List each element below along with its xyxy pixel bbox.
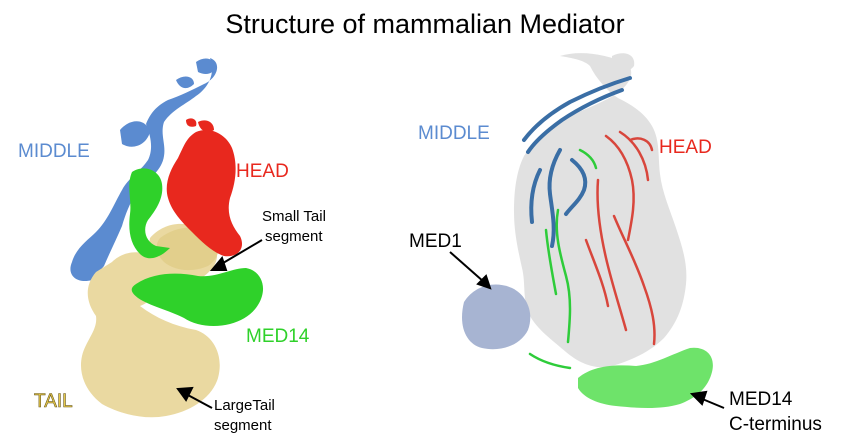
large-tail-arrow xyxy=(185,393,213,409)
figure-title: Structure of mammalian Mediator xyxy=(225,9,624,39)
grey-density-envelope xyxy=(514,53,687,368)
middle-ribbons xyxy=(522,76,632,248)
small-tail-arrowhead xyxy=(209,255,228,271)
head-ribbons xyxy=(584,130,656,346)
med1-arrow xyxy=(449,251,485,283)
left-large-tail-label-line2: segment xyxy=(214,417,272,434)
right-head-label: HEAD xyxy=(659,137,712,158)
left-large-tail-label-line1: LargeTail xyxy=(214,397,275,414)
med1-density xyxy=(462,284,531,350)
right-arrows xyxy=(449,251,725,409)
large-tail-arrowhead xyxy=(176,386,194,402)
left-middle-label: MIDDLE xyxy=(18,141,90,162)
med14-cterminus-arrowhead xyxy=(689,390,708,406)
med14-density xyxy=(129,168,264,326)
med1-arrowhead xyxy=(476,274,492,290)
right-middle-label: MIDDLE xyxy=(418,123,490,144)
right-atomic-model xyxy=(462,53,713,408)
right-med1-label: MED1 xyxy=(409,231,462,252)
right-med14-label-line2: C-terminus xyxy=(729,414,822,435)
left-arrows xyxy=(176,239,263,409)
left-tail-label: TAIL xyxy=(34,391,73,412)
small-tail-arrow xyxy=(217,239,263,267)
left-head-label: HEAD xyxy=(236,161,289,182)
left-small-tail-label-line2: segment xyxy=(265,228,323,245)
left-density-map xyxy=(70,58,264,418)
left-med14-label: MED14 xyxy=(246,326,310,347)
head-module-density xyxy=(166,118,243,257)
med14-ribbons xyxy=(528,148,598,370)
right-med14-label-line1: MED14 xyxy=(729,389,793,410)
med14-cterminus-density xyxy=(578,347,713,408)
left-small-tail-label-line1: Small Tail xyxy=(262,208,326,225)
